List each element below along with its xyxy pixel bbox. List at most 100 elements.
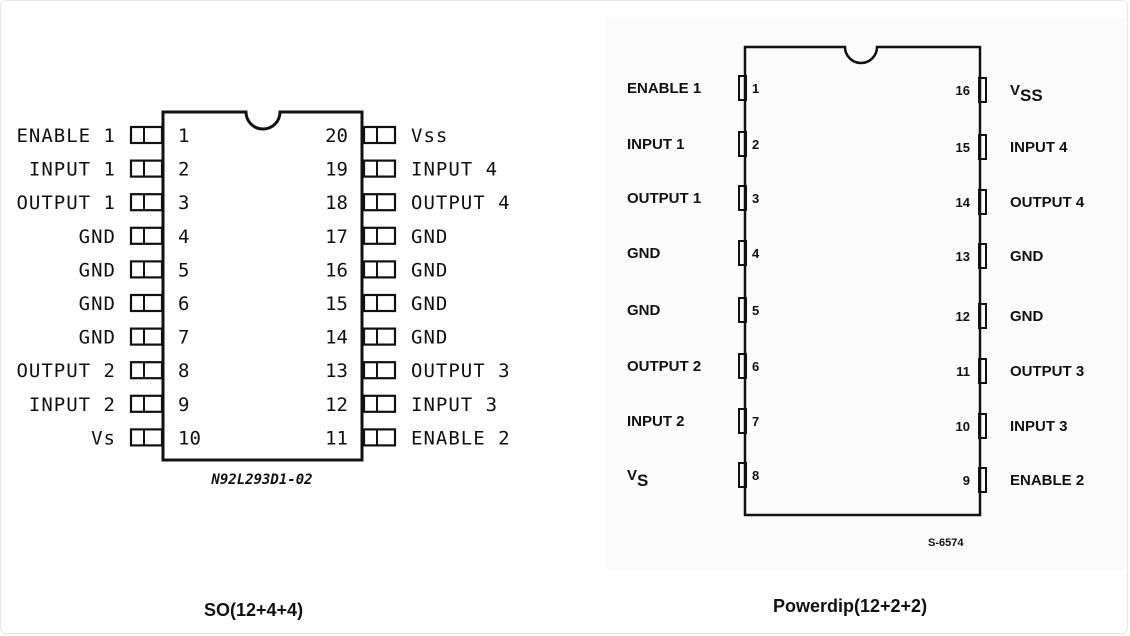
dip-pin-label: INPUT 4 [1010,139,1068,156]
so-pin-lead [129,293,164,313]
dip-pin-label: ENABLE 2 [1010,472,1084,489]
so-pin-label: INPUT 3 [411,394,498,416]
so-pin-1: ENABLE 1 1 [16,125,189,147]
so-pin-label: GND [411,259,448,281]
dip-pin-number: 15 [956,140,970,155]
so-pin-number: 3 [178,192,189,214]
so-pin-label: INPUT 2 [29,394,116,416]
dip-pin-15: 15 INPUT 4 [956,134,1068,160]
dip-pin-label: OUTPUT 1 [627,190,701,207]
so-pin-14: 14 GND [325,327,448,349]
dip-pin-number: 3 [752,191,759,206]
so-chip-body [161,110,364,462]
dip-panel-background [605,18,1125,570]
so-pin-number: 12 [325,394,348,416]
dip-pin-lead [978,358,987,384]
so-pin-6: GND 6 [79,293,190,315]
so-pin-number: 10 [178,427,201,449]
dip-pin-label: INPUT 2 [627,413,685,430]
so-pin-label: ENABLE 1 [16,125,116,147]
so-pin-number: 17 [325,226,348,248]
so-pin-label: GND [79,226,116,248]
dip-pin-9: 9 ENABLE 2 [963,467,1084,493]
so-pin-lead [362,428,397,447]
so-pin-label: GND [411,327,448,349]
so-pin-number: 9 [178,394,189,416]
so-pin-number: 8 [178,360,189,382]
so-caption: SO(12+4+4) [204,600,304,620]
so-pin-number: 11 [325,427,348,449]
dip-pin-number: 9 [963,473,970,488]
dip-pin-13: 13 GND [956,243,1044,269]
dip-pin-lead [738,131,747,157]
dip-pin-number: 11 [956,364,970,379]
dip-pin-lead [978,134,987,160]
so-pin-number: 16 [325,259,348,281]
dip-pin-label: VSS [1010,82,1043,105]
dip-pin-number: 2 [752,137,759,152]
dip-pin-number: 14 [956,195,971,210]
so-pin-12: 12 INPUT 3 [325,394,498,416]
dip-pin-2: INPUT 1 2 [627,131,759,157]
dip-pin-number: 6 [752,359,759,374]
so-pin-lead [362,260,397,279]
so-pin-lead [129,159,164,178]
so-pin-number: 6 [178,293,189,315]
so-pin-16: 16 GND [325,259,448,281]
dip-pin-lead [738,240,747,266]
so-pin-label: GND [79,293,116,315]
so-pin-label: OUTPUT 2 [16,360,116,382]
dip-pin-number: 10 [956,419,970,434]
dip-pin-lead [978,303,987,329]
dip-pin-label: GND [1010,248,1044,265]
dip-pin-number: 4 [752,246,760,261]
dip-pin-label: OUTPUT 2 [627,358,701,375]
so-pin-number: 4 [178,226,189,248]
dip-pin-label: INPUT 3 [1010,418,1068,435]
dip-pin-6: OUTPUT 2 6 [627,353,759,379]
dip-pin-lead [978,467,987,493]
so-pin-13: 13 OUTPUT 3 [325,360,511,382]
so-part-code: N92L293D1-02 [210,472,312,488]
dip-pin-number: 13 [956,249,970,264]
dip-pin-number: 5 [752,303,759,318]
so-pin-lead [129,428,164,447]
dip-pin-label: ENABLE 1 [627,80,701,97]
so-pin-label: GND [411,293,448,315]
dip-pin-lead [738,75,747,101]
dip-pin-10: 10 INPUT 3 [956,413,1068,439]
so-pin-lead [129,260,164,279]
so-pin-label: INPUT 4 [411,159,498,181]
dip-drawing-code: S-6574 [928,537,964,549]
so-pin-lead [362,226,397,245]
so-pin-label: OUTPUT 3 [411,360,511,382]
so-pin-number: 13 [325,360,348,382]
dip-chip-body [743,45,982,517]
so-pin-number: 1 [178,125,189,147]
dip-pin-lead [738,408,747,434]
so-pin-lead [129,327,164,346]
dip-pin-lead [738,297,747,323]
dip-pin-label: GND [1010,308,1044,325]
so-pin-number: 14 [325,327,348,349]
dip-pin-label: INPUT 1 [627,136,685,153]
so-pin-label: OUTPUT 1 [16,192,116,214]
dip-pin-3: OUTPUT 1 3 [627,185,759,211]
so-pin-number: 5 [178,259,189,281]
